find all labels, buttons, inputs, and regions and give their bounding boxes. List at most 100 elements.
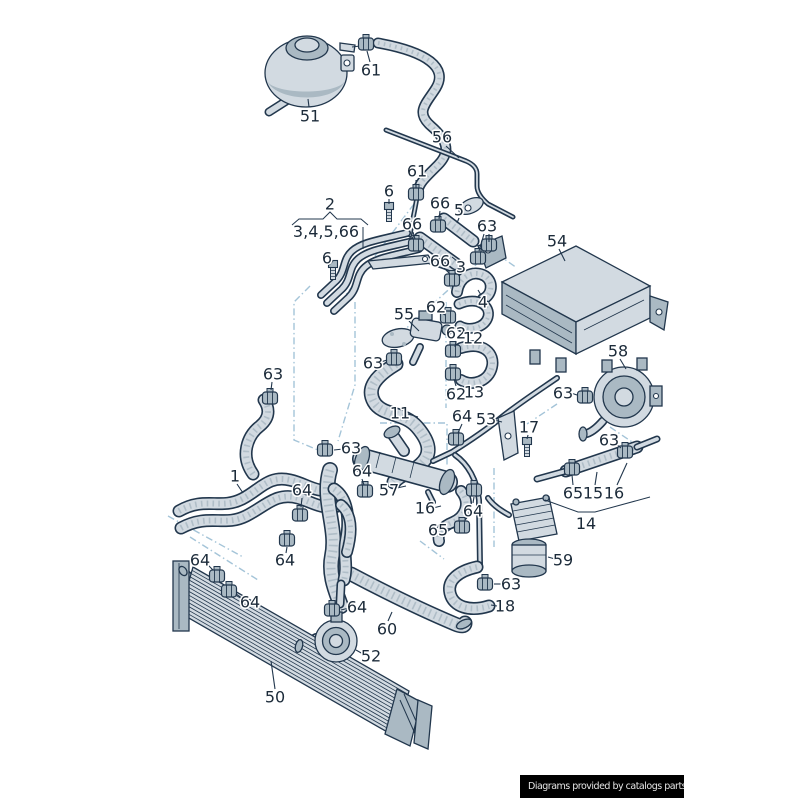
part-label-52-48[interactable]: 52 — [359, 645, 382, 667]
part-label-1-31[interactable]: 1 — [228, 465, 241, 487]
part-label-61-3[interactable]: 61 — [405, 160, 428, 182]
part-label-53-26[interactable]: 53 — [474, 408, 497, 430]
hose-clamp — [563, 459, 581, 476]
hose-clamp — [357, 34, 375, 51]
part-label-56-2[interactable]: 56 — [430, 126, 453, 148]
expansion-tank — [264, 35, 361, 108]
part-label-62-14[interactable]: 62 — [424, 296, 447, 318]
radiator-right-cap — [384, 688, 422, 747]
part-label-65-34[interactable]: 65 — [561, 482, 584, 504]
part-label-64-30[interactable]: 64 — [350, 460, 373, 482]
hose-center-vert — [319, 462, 349, 614]
radiator-left-bracket — [172, 560, 190, 632]
part-label-51-1[interactable]: 51 — [298, 105, 321, 127]
part-label-15-35[interactable]: 15 — [581, 482, 604, 504]
part-label-63-29[interactable]: 63 — [339, 437, 362, 459]
hose-13 — [455, 340, 499, 389]
part-label-64-32[interactable]: 64 — [290, 479, 313, 501]
part-label-57-33[interactable]: 57 — [377, 479, 400, 501]
part-label-66-8[interactable]: 66 — [400, 213, 423, 235]
part-label-12-17[interactable]: 12 — [461, 327, 484, 349]
part-label-64-41[interactable]: 64 — [273, 549, 296, 571]
pipe-53-lower — [452, 452, 483, 569]
valve-55 — [381, 310, 453, 349]
hose-56-upper — [372, 37, 452, 197]
pipe-2-c — [330, 245, 423, 315]
hose-clamp — [316, 440, 334, 457]
part-label-54-9[interactable]: 54 — [545, 230, 568, 252]
hose-1-upper — [172, 472, 341, 518]
bracket-plate-53 — [497, 410, 519, 461]
pipe-assembly-strap — [366, 254, 435, 270]
part-label-63-7[interactable]: 63 — [475, 215, 498, 237]
part-label-18-45[interactable]: 18 — [493, 595, 516, 617]
hose-clamp — [278, 530, 296, 547]
part-label-60-47[interactable]: 60 — [375, 618, 398, 640]
part-label-64-38[interactable]: 64 — [461, 500, 484, 522]
bracket-14-label[interactable]: 14 — [574, 513, 597, 535]
part-label-64-46[interactable]: 64 — [345, 596, 368, 618]
hose-clamp — [291, 505, 309, 522]
part-label-64-25[interactable]: 64 — [450, 405, 473, 427]
part-label-63-43[interactable]: 63 — [499, 573, 522, 595]
part-label-63-19[interactable]: 63 — [361, 352, 384, 374]
group-bracket-2: 2 3,4,5,66 — [291, 193, 369, 249]
radiator-right-bracket — [413, 699, 433, 750]
pipe-bracket-56-tab — [458, 196, 484, 216]
part-label-65-39[interactable]: 65 — [426, 519, 449, 541]
part-label-16-37[interactable]: 16 — [413, 497, 436, 519]
hose-5 — [437, 212, 480, 248]
part-label-62-16[interactable]: 62 — [444, 322, 467, 344]
part-label-11-24[interactable]: 11 — [388, 402, 411, 424]
part-label-64-44[interactable]: 64 — [238, 591, 261, 613]
part-label-58-18[interactable]: 58 — [606, 340, 629, 362]
part-label-61-0[interactable]: 61 — [359, 59, 382, 81]
bracket-2-label[interactable]: 2 — [323, 193, 336, 215]
part-label-6-4[interactable]: 6 — [382, 180, 395, 202]
hose-1-right-b — [335, 499, 357, 558]
hose-clamp — [616, 442, 634, 459]
hose-clamp — [444, 364, 462, 381]
part-label-50-49[interactable]: 50 — [263, 686, 286, 708]
screw — [521, 436, 533, 457]
screw — [327, 259, 339, 280]
bracket-2-sublabel[interactable]: 3,4,5,66 — [291, 221, 360, 243]
part-label-6-10[interactable]: 6 — [320, 247, 333, 269]
pipe-2-a — [317, 229, 411, 299]
watermark-badge: Diagrams provided by catalogs parts — [520, 775, 684, 798]
hose-clamp — [476, 574, 494, 591]
hose-clamp — [356, 481, 374, 498]
pump-52-inlet — [335, 579, 346, 609]
hose-clamp — [407, 235, 425, 252]
hose-clamp — [429, 216, 447, 233]
part-label-66-11[interactable]: 66 — [428, 250, 451, 272]
part-label-3-12[interactable]: 3 — [454, 256, 467, 278]
part-label-64-40[interactable]: 64 — [188, 549, 211, 571]
part-label-16-36[interactable]: 16 — [602, 482, 625, 504]
pipe-16-left — [533, 467, 570, 483]
hose-4 — [451, 267, 497, 305]
distributor-pipe-57 — [353, 425, 456, 496]
part-label-13-22[interactable]: 13 — [462, 381, 485, 403]
hose-16-center — [432, 485, 473, 547]
hose-clamp — [261, 388, 279, 405]
part-label-63-28[interactable]: 63 — [597, 429, 620, 451]
hose-clamp — [576, 387, 594, 404]
part-label-63-20[interactable]: 63 — [261, 363, 284, 385]
tank-nozzle — [339, 42, 356, 53]
hose-clamp — [385, 349, 403, 366]
part-label-63-23[interactable]: 63 — [551, 382, 574, 404]
hose-clamp — [465, 480, 483, 497]
hose-18 — [443, 560, 496, 615]
part-label-55-15[interactable]: 55 — [392, 303, 415, 325]
part-label-17-27[interactable]: 17 — [517, 416, 540, 438]
part-label-5-6[interactable]: 5 — [452, 199, 465, 221]
part-label-59-42[interactable]: 59 — [551, 549, 574, 571]
hose-clamp — [453, 517, 471, 534]
part-label-4-13[interactable]: 4 — [476, 291, 489, 313]
part-label-62-21[interactable]: 62 — [444, 383, 467, 405]
part-label-66-5[interactable]: 66 — [428, 192, 451, 214]
